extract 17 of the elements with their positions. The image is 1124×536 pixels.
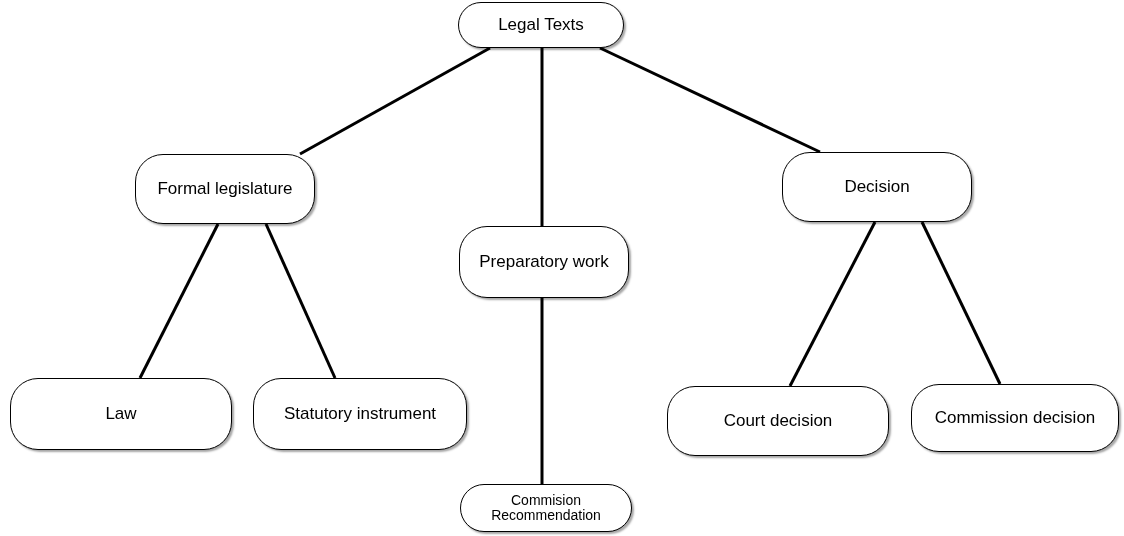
rounded-node: Statutory instrument (253, 378, 467, 450)
connector-line (138, 223, 220, 379)
rounded-node: Law (10, 378, 232, 450)
rounded-node: Court decision (667, 386, 889, 456)
rounded-node: Decision (782, 152, 972, 222)
connector-line (920, 221, 1002, 385)
connector-line (299, 46, 491, 156)
connector-line (540, 48, 544, 226)
rounded-node: Legal Texts (458, 2, 624, 48)
connector-line (788, 221, 877, 387)
rounded-node: Preparatory work (459, 226, 629, 298)
rounded-node: Commission decision (911, 384, 1119, 452)
connector-line (540, 298, 544, 484)
connector-line (264, 223, 337, 379)
rounded-node: Commision Recommendation (460, 484, 632, 532)
rounded-node: Formal legislature (135, 154, 315, 224)
connector-line (599, 46, 821, 154)
